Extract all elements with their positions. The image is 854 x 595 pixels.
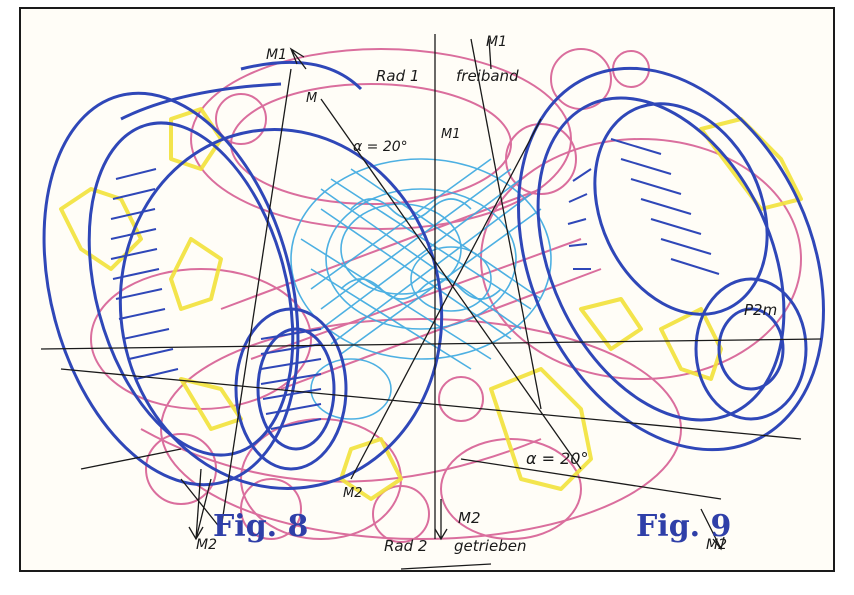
label-m2-mid: M2 bbox=[343, 486, 363, 501]
label-m2-bottom: M2 bbox=[458, 509, 481, 527]
label-freilaufend: freiband bbox=[456, 67, 519, 85]
label-rad2: Rad 2 bbox=[384, 537, 428, 555]
label-m2-left: M2 bbox=[196, 537, 217, 553]
figure-label-8: Fig. 8 bbox=[213, 509, 309, 544]
label-p2m: P2m bbox=[744, 301, 778, 319]
yellow-outlines bbox=[59, 107, 803, 501]
label-m-small: M bbox=[306, 91, 318, 106]
pink-gear-outlines bbox=[90, 48, 802, 543]
label-m2-right: M2 bbox=[706, 537, 727, 553]
figure-label-9: Fig. 9 bbox=[636, 509, 732, 544]
gear-drawing-frame: M1 M1 M Rad 1 freiband α = 20° M1 P2m α … bbox=[19, 7, 835, 572]
blue-gear-left bbox=[42, 60, 444, 490]
label-m1-top: M1 bbox=[486, 34, 507, 50]
label-alpha-top: α = 20° bbox=[353, 139, 408, 155]
construction-lines bbox=[40, 34, 822, 570]
label-getrieben: getrieben bbox=[454, 537, 527, 555]
label-m1-top-left: M1 bbox=[266, 47, 287, 63]
blue-gear-right bbox=[517, 66, 825, 452]
gear-drawing-svg bbox=[40, 34, 825, 570]
label-rad1: Rad 1 bbox=[376, 67, 420, 85]
label-alpha-bottom: α = 20° bbox=[526, 449, 589, 468]
label-m1-center: M1 bbox=[441, 127, 461, 142]
cyan-hatching bbox=[290, 158, 552, 420]
blue-gear-right-teeth bbox=[567, 138, 720, 275]
blue-gear-left-teeth bbox=[110, 168, 322, 430]
